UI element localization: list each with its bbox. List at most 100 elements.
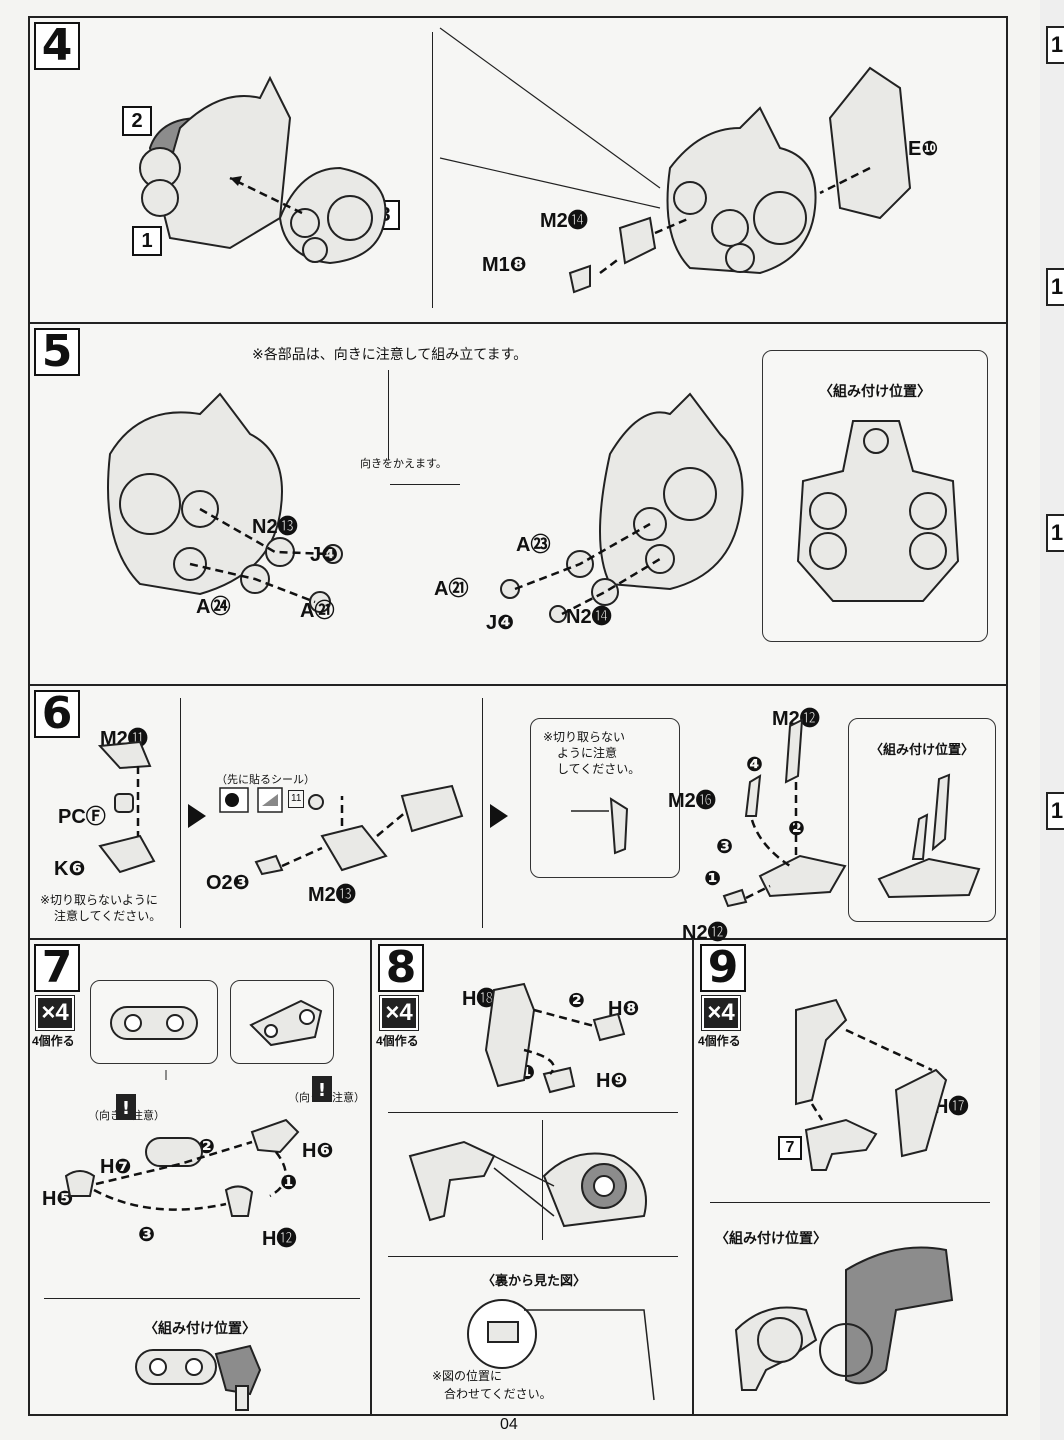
instruction-page: 4 2 1 3 M2⓮ M1❽ E❿ 5 ※各部品は、向きに注意して組 bbox=[28, 16, 1008, 1416]
detail-box bbox=[90, 980, 218, 1064]
part-label: E❿ bbox=[908, 138, 939, 160]
box-title: 〈組み付け位置〉 bbox=[819, 383, 931, 399]
multiplier-badge: ×4 bbox=[379, 995, 419, 1031]
step-number: 4 bbox=[34, 22, 80, 70]
svg-text:!: ! bbox=[318, 1080, 326, 1101]
step6-a-illustration bbox=[97, 740, 156, 874]
page-number: 04 bbox=[500, 1416, 518, 1433]
assembly-position-box: 〈組み付け位置〉 bbox=[848, 718, 996, 922]
divider bbox=[710, 1202, 990, 1203]
section-title: 〈裏から見た図〉 bbox=[481, 1273, 586, 1288]
step-number: 9 bbox=[700, 944, 746, 992]
part-label: M2⓬ bbox=[772, 708, 820, 730]
part-label: N2⓮ bbox=[566, 606, 612, 628]
part-label: M2⓮ bbox=[540, 210, 588, 232]
arrow-icon bbox=[490, 804, 508, 828]
step8-detail-illustration bbox=[408, 1140, 647, 1228]
align-note-line: ※図の位置に bbox=[432, 1369, 503, 1383]
sticker-illustration bbox=[219, 787, 324, 813]
sticker-note: （先に貼るシール） bbox=[216, 774, 315, 786]
sticker-number: 11 bbox=[288, 790, 305, 808]
warning-note-line: 注意してください。 bbox=[54, 909, 162, 923]
make-count: 4個作る bbox=[32, 1034, 75, 1048]
step4-right-illustration bbox=[439, 27, 912, 294]
step-order: ❸ bbox=[716, 836, 733, 858]
part-badge: 7 bbox=[778, 1136, 802, 1160]
step-9: 9 ×4 4個作る H⓱ 7 〈組み付け位置〉 bbox=[696, 940, 1006, 1416]
divider bbox=[388, 370, 389, 460]
adjacent-step-mark: 1 bbox=[1046, 514, 1064, 552]
part-label: N2⓭ bbox=[252, 516, 298, 538]
part-label: K❻ bbox=[54, 858, 86, 880]
cut-note-line: ように注意 bbox=[557, 746, 618, 760]
position-illustration bbox=[135, 1344, 262, 1411]
part-label: H❼ bbox=[100, 1156, 132, 1178]
part-label: H❻ bbox=[302, 1140, 334, 1162]
divider bbox=[482, 698, 483, 928]
back-view-illustration bbox=[467, 1299, 655, 1401]
part-label: O2❸ bbox=[206, 872, 250, 894]
step-number: 7 bbox=[34, 944, 80, 992]
step-number: 5 bbox=[34, 328, 80, 376]
position-illustration bbox=[796, 420, 960, 602]
divider bbox=[390, 484, 460, 485]
part-label: M2⓭ bbox=[308, 884, 356, 906]
part-label: H⓱ bbox=[934, 1096, 969, 1118]
position-illustration bbox=[734, 1246, 954, 1391]
make-count: 4個作る bbox=[376, 1034, 419, 1048]
turn-note: 向きをかえます。 bbox=[360, 458, 447, 470]
step-order: ❶ bbox=[704, 868, 721, 890]
step-number: 6 bbox=[34, 690, 80, 738]
step6-b-illustration bbox=[254, 784, 464, 876]
part-label: J❹ bbox=[486, 612, 515, 634]
detail-box bbox=[230, 980, 334, 1064]
step5-illustration bbox=[107, 392, 744, 623]
align-note-line: 合わせてください。 bbox=[444, 1387, 552, 1401]
section-title: 〈組み付け位置〉 bbox=[715, 1230, 827, 1246]
step-8: 8 ×4 4個作る H⓲ H❽ H❾ ❷ ❶ 〈裏から見た図〉 ※図の位置に bbox=[374, 940, 694, 1416]
part-label: N2⓬ bbox=[682, 922, 728, 944]
position-illustration bbox=[877, 773, 981, 899]
step8-illustration bbox=[484, 982, 626, 1094]
orientation-note: ※各部品は、向きに注意して組み立てます。 bbox=[252, 346, 528, 362]
box-title: 〈組み付け位置〉 bbox=[869, 742, 974, 757]
part-label: H⓲ bbox=[462, 988, 497, 1010]
cut-note-line: ※切り取らない bbox=[543, 730, 626, 744]
part-label: J❹ bbox=[310, 544, 339, 566]
step-order: ❷ bbox=[568, 990, 585, 1012]
multiplier-badge: ×4 bbox=[35, 995, 75, 1031]
bracket-detail bbox=[249, 999, 323, 1047]
section-title: 〈組み付け位置〉 bbox=[144, 1320, 256, 1336]
step-number: 8 bbox=[378, 944, 424, 992]
plate-detail bbox=[110, 1006, 198, 1040]
svg-text:!: ! bbox=[122, 1098, 130, 1119]
part-label: A㉓ bbox=[516, 534, 551, 556]
divider bbox=[432, 32, 433, 308]
step-order: ❹ bbox=[746, 754, 763, 776]
divider bbox=[180, 698, 181, 928]
assembly-position-box: 〈組み付け位置〉 bbox=[762, 350, 988, 642]
part-label: M2⓰ bbox=[668, 790, 716, 812]
part-badge: 2 bbox=[122, 106, 152, 136]
adjacent-page-strip bbox=[1040, 0, 1064, 1440]
cut-note-box: ※切り取らない ように注意 してください。 bbox=[530, 718, 680, 878]
step-7: 7 ×4 4個作る （向きに注意） （向きに注意） H❼ H❻ H❺ H⓬ ❷ … bbox=[30, 940, 372, 1416]
part-badge: 1 bbox=[132, 226, 162, 256]
make-count: 4個作る bbox=[698, 1034, 741, 1048]
cut-illustration bbox=[571, 797, 629, 855]
cut-note-line: してください。 bbox=[557, 762, 641, 776]
multiplier-badge: ×4 bbox=[701, 995, 741, 1031]
divider bbox=[44, 1298, 360, 1299]
step-6: 6 M2⓫ PCⒻ K❻ ※切り取らないように 注意してください。 （先に貼るシ… bbox=[30, 686, 1006, 944]
part-label: M1❽ bbox=[482, 254, 527, 276]
divider bbox=[542, 1120, 543, 1240]
divider bbox=[388, 1112, 678, 1113]
arrow-icon bbox=[188, 804, 206, 828]
part-label: A㉑ bbox=[300, 600, 335, 622]
step7-illustration: ! ! bbox=[64, 1070, 332, 1217]
warning-note-line: ※切り取らないように bbox=[40, 893, 158, 907]
step6-c-illustration bbox=[722, 718, 847, 908]
part-label: A㉔ bbox=[196, 596, 231, 618]
adjacent-step-mark: 1 bbox=[1046, 792, 1064, 830]
part-label: H⓬ bbox=[262, 1228, 297, 1250]
